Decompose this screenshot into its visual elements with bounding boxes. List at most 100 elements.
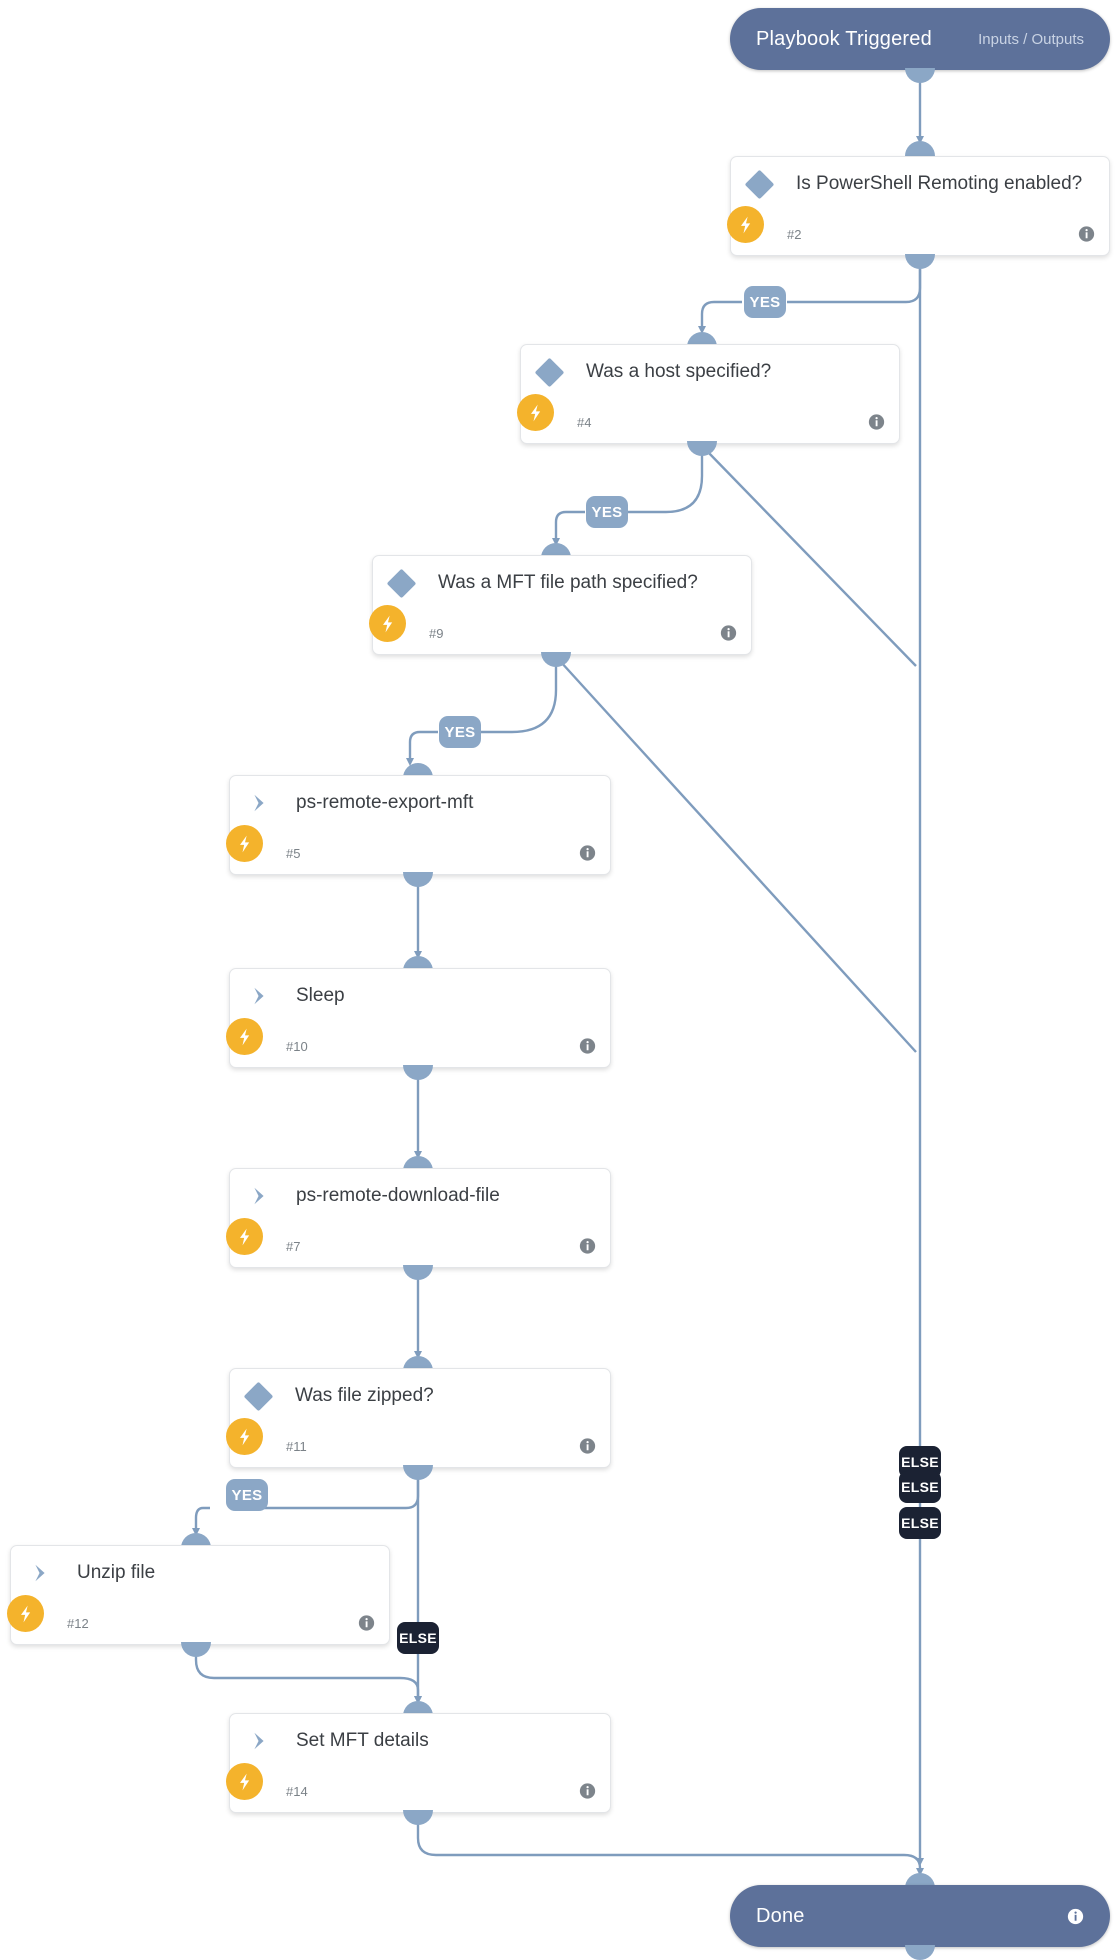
port-done-top [905, 1873, 935, 1888]
node-was-a-mft-file-path-specified[interactable]: Was a MFT file path specified? #9 [369, 555, 752, 656]
node-n14-title: Set MFT details [296, 1730, 429, 1751]
port-done-bottom [905, 1945, 935, 1960]
node-n4-header: Was a host specified? [521, 345, 899, 399]
port-n5-bottom [403, 872, 433, 887]
node-n5-header: ps-remote-export-mft [230, 776, 610, 830]
info-icon[interactable] [1067, 1908, 1084, 1925]
node-n11-header: Was file zipped? [230, 1369, 610, 1423]
chevron-right-icon [29, 1562, 51, 1584]
node-is-powershell-remoting-enabled[interactable]: Is PowerShell Remoting enabled? #2 [727, 156, 1110, 257]
diamond-icon [243, 1381, 274, 1411]
info-icon[interactable] [579, 1783, 596, 1800]
port-n12-top [181, 1533, 211, 1548]
info-icon[interactable] [868, 414, 885, 431]
node-n5-number: #5 [286, 845, 301, 861]
node-n12-title: Unzip file [77, 1562, 156, 1583]
branch-label-else-stack-2: ELSE [899, 1471, 941, 1503]
branch-label-yes-n2: YES [744, 286, 786, 318]
node-n12-header: Unzip file [11, 1546, 389, 1600]
node-n5-title: ps-remote-export-mft [296, 792, 474, 813]
inputs-outputs-link[interactable]: Inputs / Outputs [978, 30, 1084, 48]
port-n4-top [687, 332, 717, 347]
node-n14-footer: #14 [226, 1763, 610, 1814]
port-n2-top [905, 141, 935, 156]
chevron-right-icon [248, 985, 270, 1007]
node-n7-title: ps-remote-download-file [296, 1185, 500, 1206]
done-title: Done [756, 1904, 805, 1927]
node-n5-footer: #5 [226, 825, 610, 876]
lightning-bolt-icon [517, 394, 554, 431]
info-icon[interactable] [579, 1238, 596, 1255]
node-unzip-file[interactable]: Unzip file #12 [7, 1545, 390, 1646]
node-n2-footer: #2 [727, 206, 1109, 257]
node-n4-footer: #4 [517, 394, 899, 445]
node-n4-title: Was a host specified? [586, 361, 772, 382]
node-n2-title: Is PowerShell Remoting enabled? [796, 173, 1083, 194]
port-n9-bottom [541, 652, 571, 667]
port-n9-top [541, 543, 571, 558]
node-sleep[interactable]: Sleep #10 [226, 968, 611, 1069]
diamond-icon [744, 169, 775, 199]
node-n7-footer: #7 [226, 1218, 610, 1269]
node-n10-title: Sleep [296, 985, 345, 1006]
port-n2-bottom [905, 254, 935, 269]
node-was-a-host-specified[interactable]: Was a host specified? #4 [517, 344, 900, 445]
port-n12-bottom [181, 1642, 211, 1657]
lightning-bolt-icon [369, 605, 406, 642]
info-icon[interactable] [579, 1038, 596, 1055]
info-icon[interactable] [720, 625, 737, 642]
info-icon[interactable] [358, 1615, 375, 1632]
port-n10-bottom [403, 1065, 433, 1080]
chevron-right-icon [248, 1730, 270, 1752]
port-n7-bottom [403, 1265, 433, 1280]
branch-label-else-n11: ELSE [397, 1622, 439, 1654]
node-was-file-zipped[interactable]: Was file zipped? #11 [226, 1368, 611, 1468]
port-n7-top [403, 1156, 433, 1171]
node-n11-number: #11 [286, 1438, 307, 1454]
diamond-icon [386, 568, 417, 598]
node-n9-header: Was a MFT file path specified? [373, 556, 751, 610]
node-n10-footer: #10 [226, 1018, 610, 1069]
port-n14-bottom [403, 1810, 433, 1825]
node-n7-header: ps-remote-download-file [230, 1169, 610, 1223]
node-n2-header: Is PowerShell Remoting enabled? [731, 157, 1109, 211]
lightning-bolt-icon [226, 1218, 263, 1255]
node-n4-number: #4 [577, 414, 592, 430]
port-n5-top [403, 763, 433, 778]
info-icon[interactable] [579, 845, 596, 862]
lightning-bolt-icon [226, 825, 263, 862]
port-n11-bottom [403, 1465, 433, 1480]
node-n12-footer: #12 [7, 1595, 389, 1646]
chevron-right-icon [248, 792, 270, 814]
node-ps-remote-download-file[interactable]: ps-remote-download-file #7 [226, 1168, 611, 1269]
lightning-bolt-icon [727, 206, 764, 243]
node-set-mft-details[interactable]: Set MFT details #14 [226, 1713, 611, 1814]
info-icon[interactable] [579, 1438, 596, 1455]
port-start-bottom [905, 68, 935, 83]
node-n9-number: #9 [429, 625, 444, 641]
done-node[interactable]: Done [730, 1885, 1110, 1947]
lightning-bolt-icon [7, 1595, 44, 1632]
port-n14-top [403, 1701, 433, 1716]
node-n12-number: #12 [67, 1615, 89, 1631]
playbook-triggered-title: Playbook Triggered [756, 27, 932, 50]
node-ps-remote-export-mft[interactable]: ps-remote-export-mft #5 [226, 775, 611, 876]
lightning-bolt-icon [226, 1018, 263, 1055]
port-n4-bottom [687, 441, 717, 456]
branch-label-yes-n11: YES [226, 1479, 268, 1511]
port-n10-top [403, 956, 433, 971]
node-n14-number: #14 [286, 1783, 308, 1799]
info-icon[interactable] [1078, 226, 1095, 243]
branch-label-else-stack-3: ELSE [899, 1507, 941, 1539]
playbook-triggered-node[interactable]: Playbook Triggered Inputs / Outputs [730, 8, 1110, 70]
node-n2-number: #2 [787, 226, 802, 242]
port-n11-top [403, 1356, 433, 1371]
node-n7-number: #7 [286, 1238, 301, 1254]
node-n9-footer: #9 [369, 605, 751, 656]
diamond-icon [534, 357, 565, 387]
node-n11-title: Was file zipped? [295, 1385, 434, 1406]
node-n14-header: Set MFT details [230, 1714, 610, 1768]
node-n9-title: Was a MFT file path specified? [438, 572, 698, 593]
branch-label-yes-n9: YES [439, 716, 481, 748]
